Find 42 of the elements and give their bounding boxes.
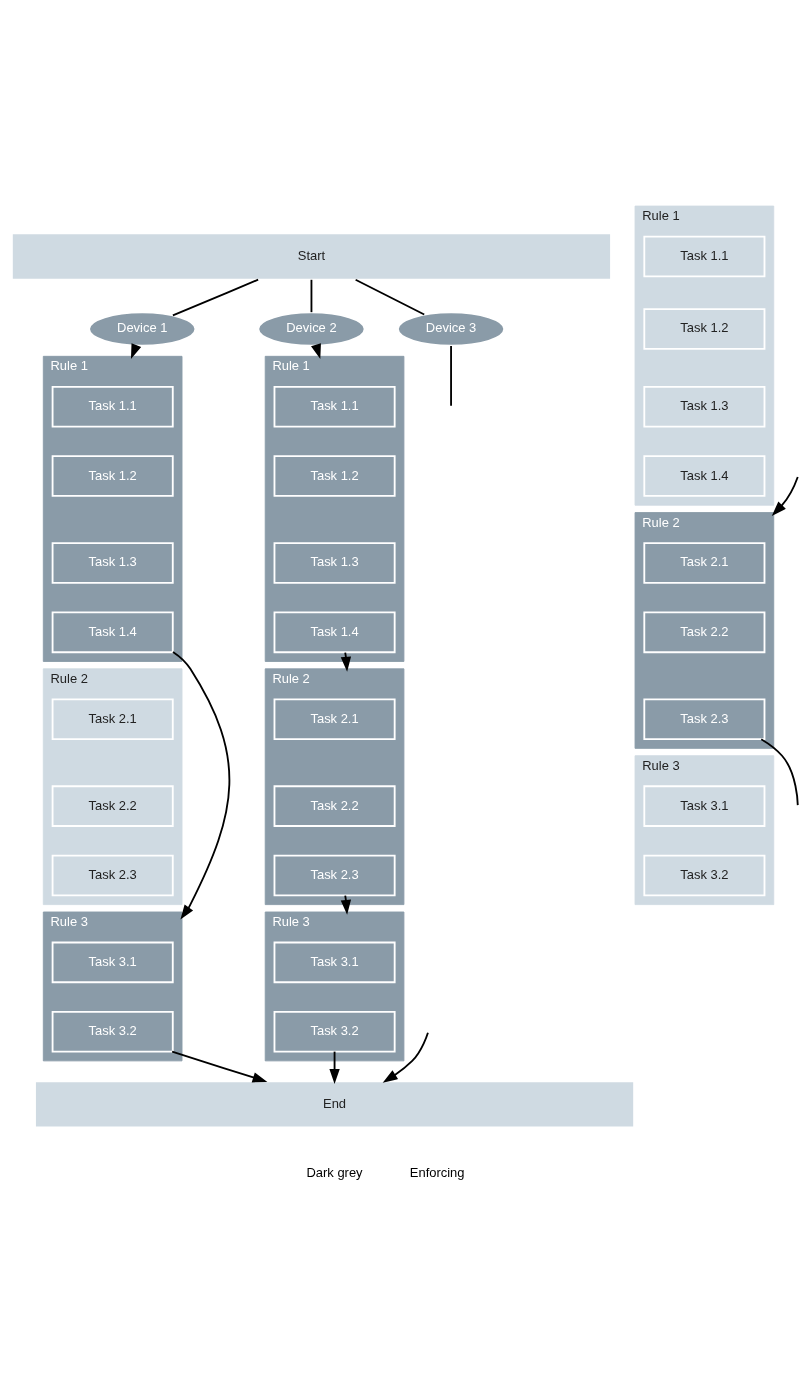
node-box: Task 2.2 (273, 784, 396, 827)
node-box: Task 3.1 (273, 941, 396, 983)
node-box: Task 1.4 (643, 454, 766, 497)
node-ellipse: Device 3 (396, 311, 506, 347)
arrow (172, 650, 231, 920)
node-box: Task 2.2 (643, 611, 766, 653)
node-box: Task 2.1 (643, 541, 766, 584)
node-box: Task 1.3 (51, 541, 174, 584)
node-box: Task 3.2 (51, 1010, 174, 1053)
node-box: Task 3.1 (51, 941, 174, 983)
arrow (771, 475, 799, 516)
arrow (171, 1050, 268, 1082)
node-box: Task 1.4 (273, 611, 396, 653)
node-box: Task 1.2 (51, 454, 174, 497)
node-box: Task 1.2 (273, 454, 396, 497)
node-box: End (34, 1079, 636, 1128)
node-box: Task 3.1 (643, 784, 766, 827)
node-box: Task 3.2 (643, 854, 766, 896)
node-box: Task 1.1 (273, 385, 396, 428)
node-box: Task 1.2 (643, 307, 766, 350)
arrow (382, 1031, 429, 1083)
label: Enforcing (409, 1164, 465, 1180)
node-box: Task 2.3 (273, 854, 396, 896)
node-box: Task 1.3 (643, 385, 766, 428)
label: Dark grey (306, 1164, 363, 1180)
connector (354, 278, 426, 315)
node-box: Task 3.2 (273, 1010, 396, 1053)
node-box: Task 1.3 (273, 541, 396, 584)
connector (171, 278, 260, 316)
connector (450, 344, 452, 407)
arrow (329, 1050, 340, 1084)
connector (310, 278, 313, 313)
node-box: Task 1.1 (643, 235, 766, 277)
node-box: Task 2.1 (273, 697, 396, 740)
node-box: Task 1.4 (51, 611, 174, 653)
node-box: Task 2.1 (51, 697, 174, 740)
node-box: Task 2.2 (51, 784, 174, 827)
node-box: Start (10, 231, 612, 281)
node-box: Task 1.1 (51, 385, 174, 428)
node-box: Task 2.3 (643, 697, 766, 740)
node-box: Task 2.3 (51, 854, 174, 896)
connector (760, 737, 799, 806)
